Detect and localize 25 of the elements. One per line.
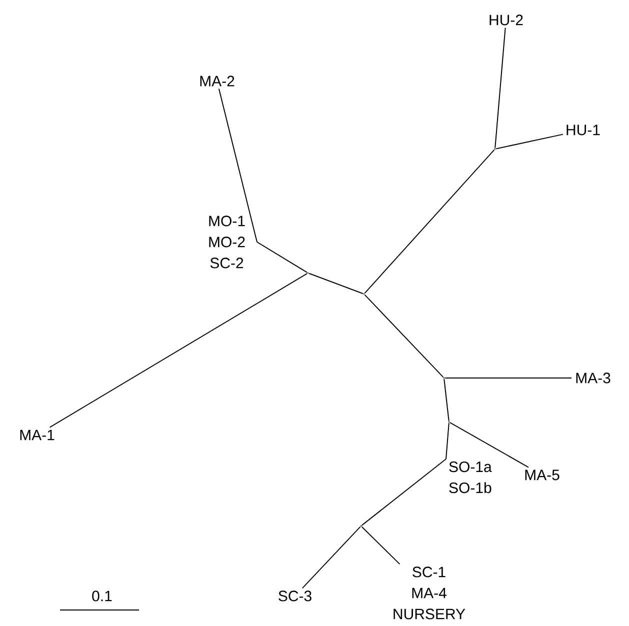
taxon-label: MA-3: [576, 372, 610, 384]
taxon-label: MA-2: [200, 76, 234, 86]
taxon-label: SC-1 MA-4 NURSERY: [394, 566, 466, 620]
taxon-label: MO-1 MO-2 SC-2: [209, 216, 245, 268]
taxon-label: HU-1: [566, 124, 600, 136]
tree-branch: [494, 27, 506, 148]
tree-branch: [218, 88, 258, 242]
tree-branch: [302, 526, 361, 589]
scale-label: 0.1: [92, 590, 112, 602]
tree-branch: [446, 422, 450, 460]
taxon-label: MA-1: [20, 430, 54, 440]
tree-branch: [256, 242, 308, 273]
tree-branch: [444, 378, 450, 422]
taxon-label: HU-2: [490, 14, 523, 26]
taxon-label: SC-3: [278, 590, 312, 602]
tree-branch: [449, 422, 529, 468]
tree-branch: [49, 273, 308, 428]
tree-branch: [361, 526, 400, 565]
tree-branch: [364, 149, 495, 294]
tree-branch: [308, 272, 364, 294]
taxon-label: MA-5: [525, 470, 560, 480]
tree-branch: [361, 458, 446, 526]
taxon-label: SO-1a SO-1b: [449, 462, 492, 494]
tree-branch: [496, 134, 564, 150]
tree-branch: [364, 294, 444, 378]
